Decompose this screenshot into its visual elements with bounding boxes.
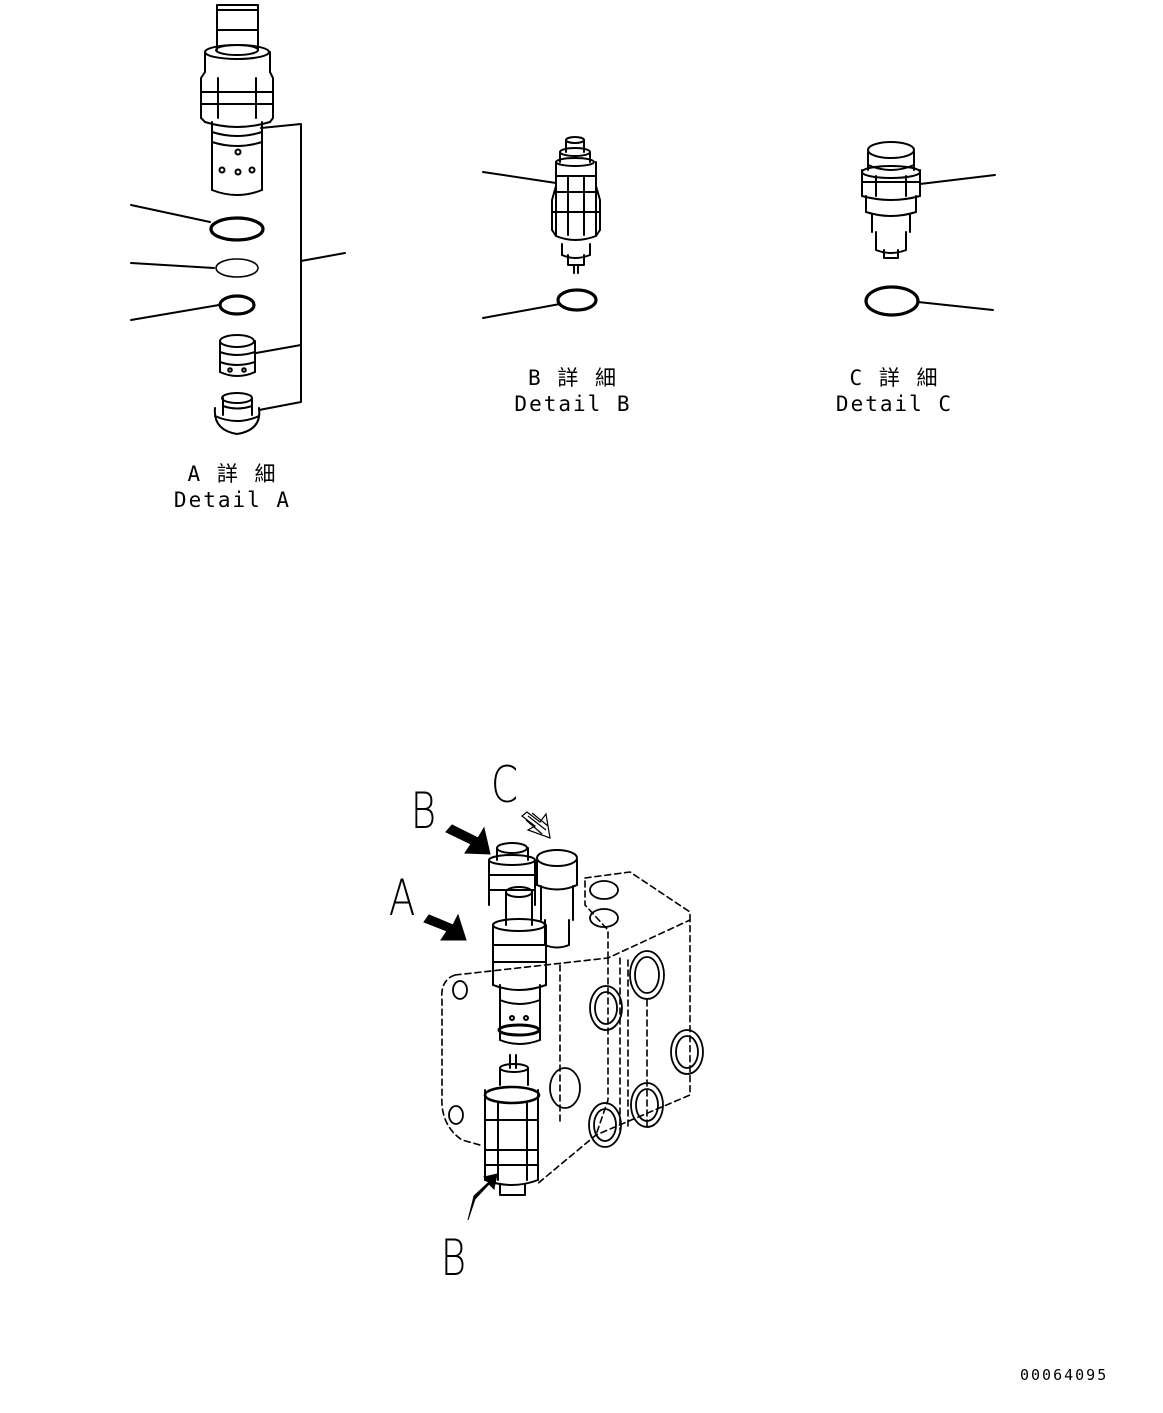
detail-b-caption: B 詳 細 Detail B bbox=[513, 362, 633, 416]
detail-a-exploded-valve bbox=[130, 4, 346, 435]
arrow-a-icon bbox=[423, 913, 467, 941]
arrow-b-bottom-icon bbox=[467, 1173, 498, 1221]
detail-c-caption: C 詳 細 Detail C bbox=[832, 362, 957, 416]
detail-b-valve-cartridge bbox=[482, 136, 601, 319]
detail-a-en-label: Detail A bbox=[173, 488, 292, 512]
document-number: 00064095 bbox=[1020, 1366, 1109, 1384]
detail-a-jp-label: A 詳 細 bbox=[187, 462, 278, 486]
detail-c-en-label: Detail C bbox=[835, 392, 954, 416]
detail-b-en-label: Detail B bbox=[514, 392, 632, 416]
pointer-arrows bbox=[423, 824, 498, 1221]
main-valve-assembly bbox=[440, 842, 704, 1196]
callout-b-bottom: B bbox=[440, 1229, 467, 1287]
arrow-c-icon bbox=[521, 811, 551, 839]
arrow-b-top-icon bbox=[445, 824, 491, 855]
callout-a: A bbox=[388, 869, 416, 927]
callout-b-top: B bbox=[410, 782, 437, 840]
detail-c-jp-label: C 詳 細 bbox=[849, 366, 940, 390]
callout-c: C bbox=[490, 756, 519, 814]
detail-b-jp-label: B 詳 細 bbox=[528, 366, 618, 390]
detail-c-plug bbox=[861, 141, 996, 317]
detail-a-caption: A 詳 細 Detail A bbox=[170, 458, 295, 512]
